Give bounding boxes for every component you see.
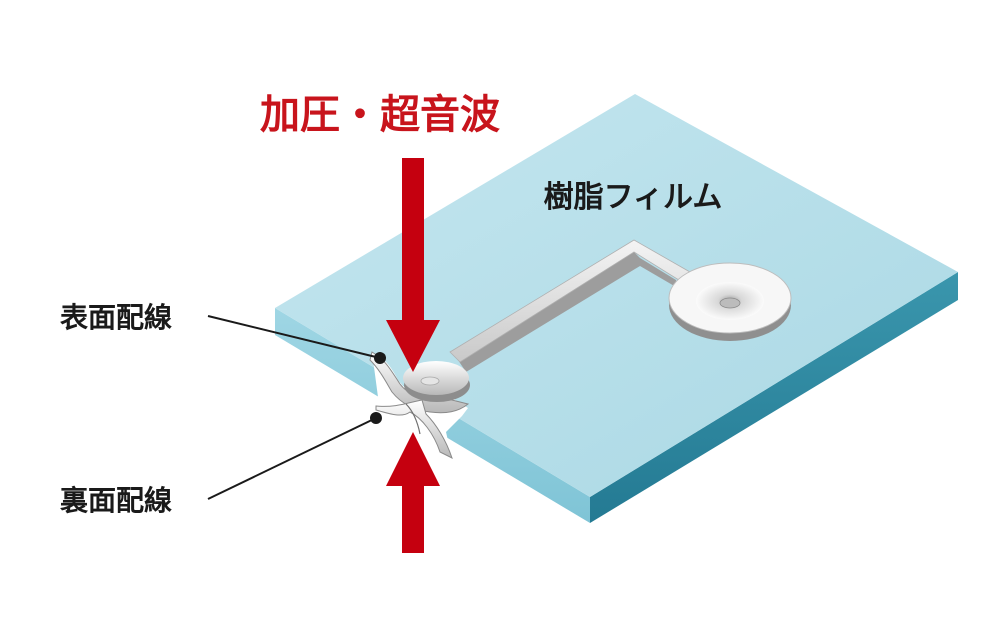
leader-lines [207,315,386,500]
film-right-side [590,272,958,523]
film-label: 樹脂フィルム [544,180,723,215]
terminal-pad [668,262,792,341]
back-wiring-label: 裏面配線 [60,484,172,517]
back-wiring-dot [370,412,382,424]
front-wiring-label: 表面配線 [60,301,172,334]
bonding-pad [403,361,470,402]
front-wiring-dot [374,352,386,364]
back-wiring-leader [207,417,377,500]
pressure-arrows [386,158,440,553]
film-top-face [275,94,958,497]
down-arrow [386,158,440,372]
front-wiring-leader [207,315,381,359]
up-arrow [386,432,440,553]
resin-film [275,94,958,523]
diagram-title: 加圧・超音波 [260,92,500,138]
